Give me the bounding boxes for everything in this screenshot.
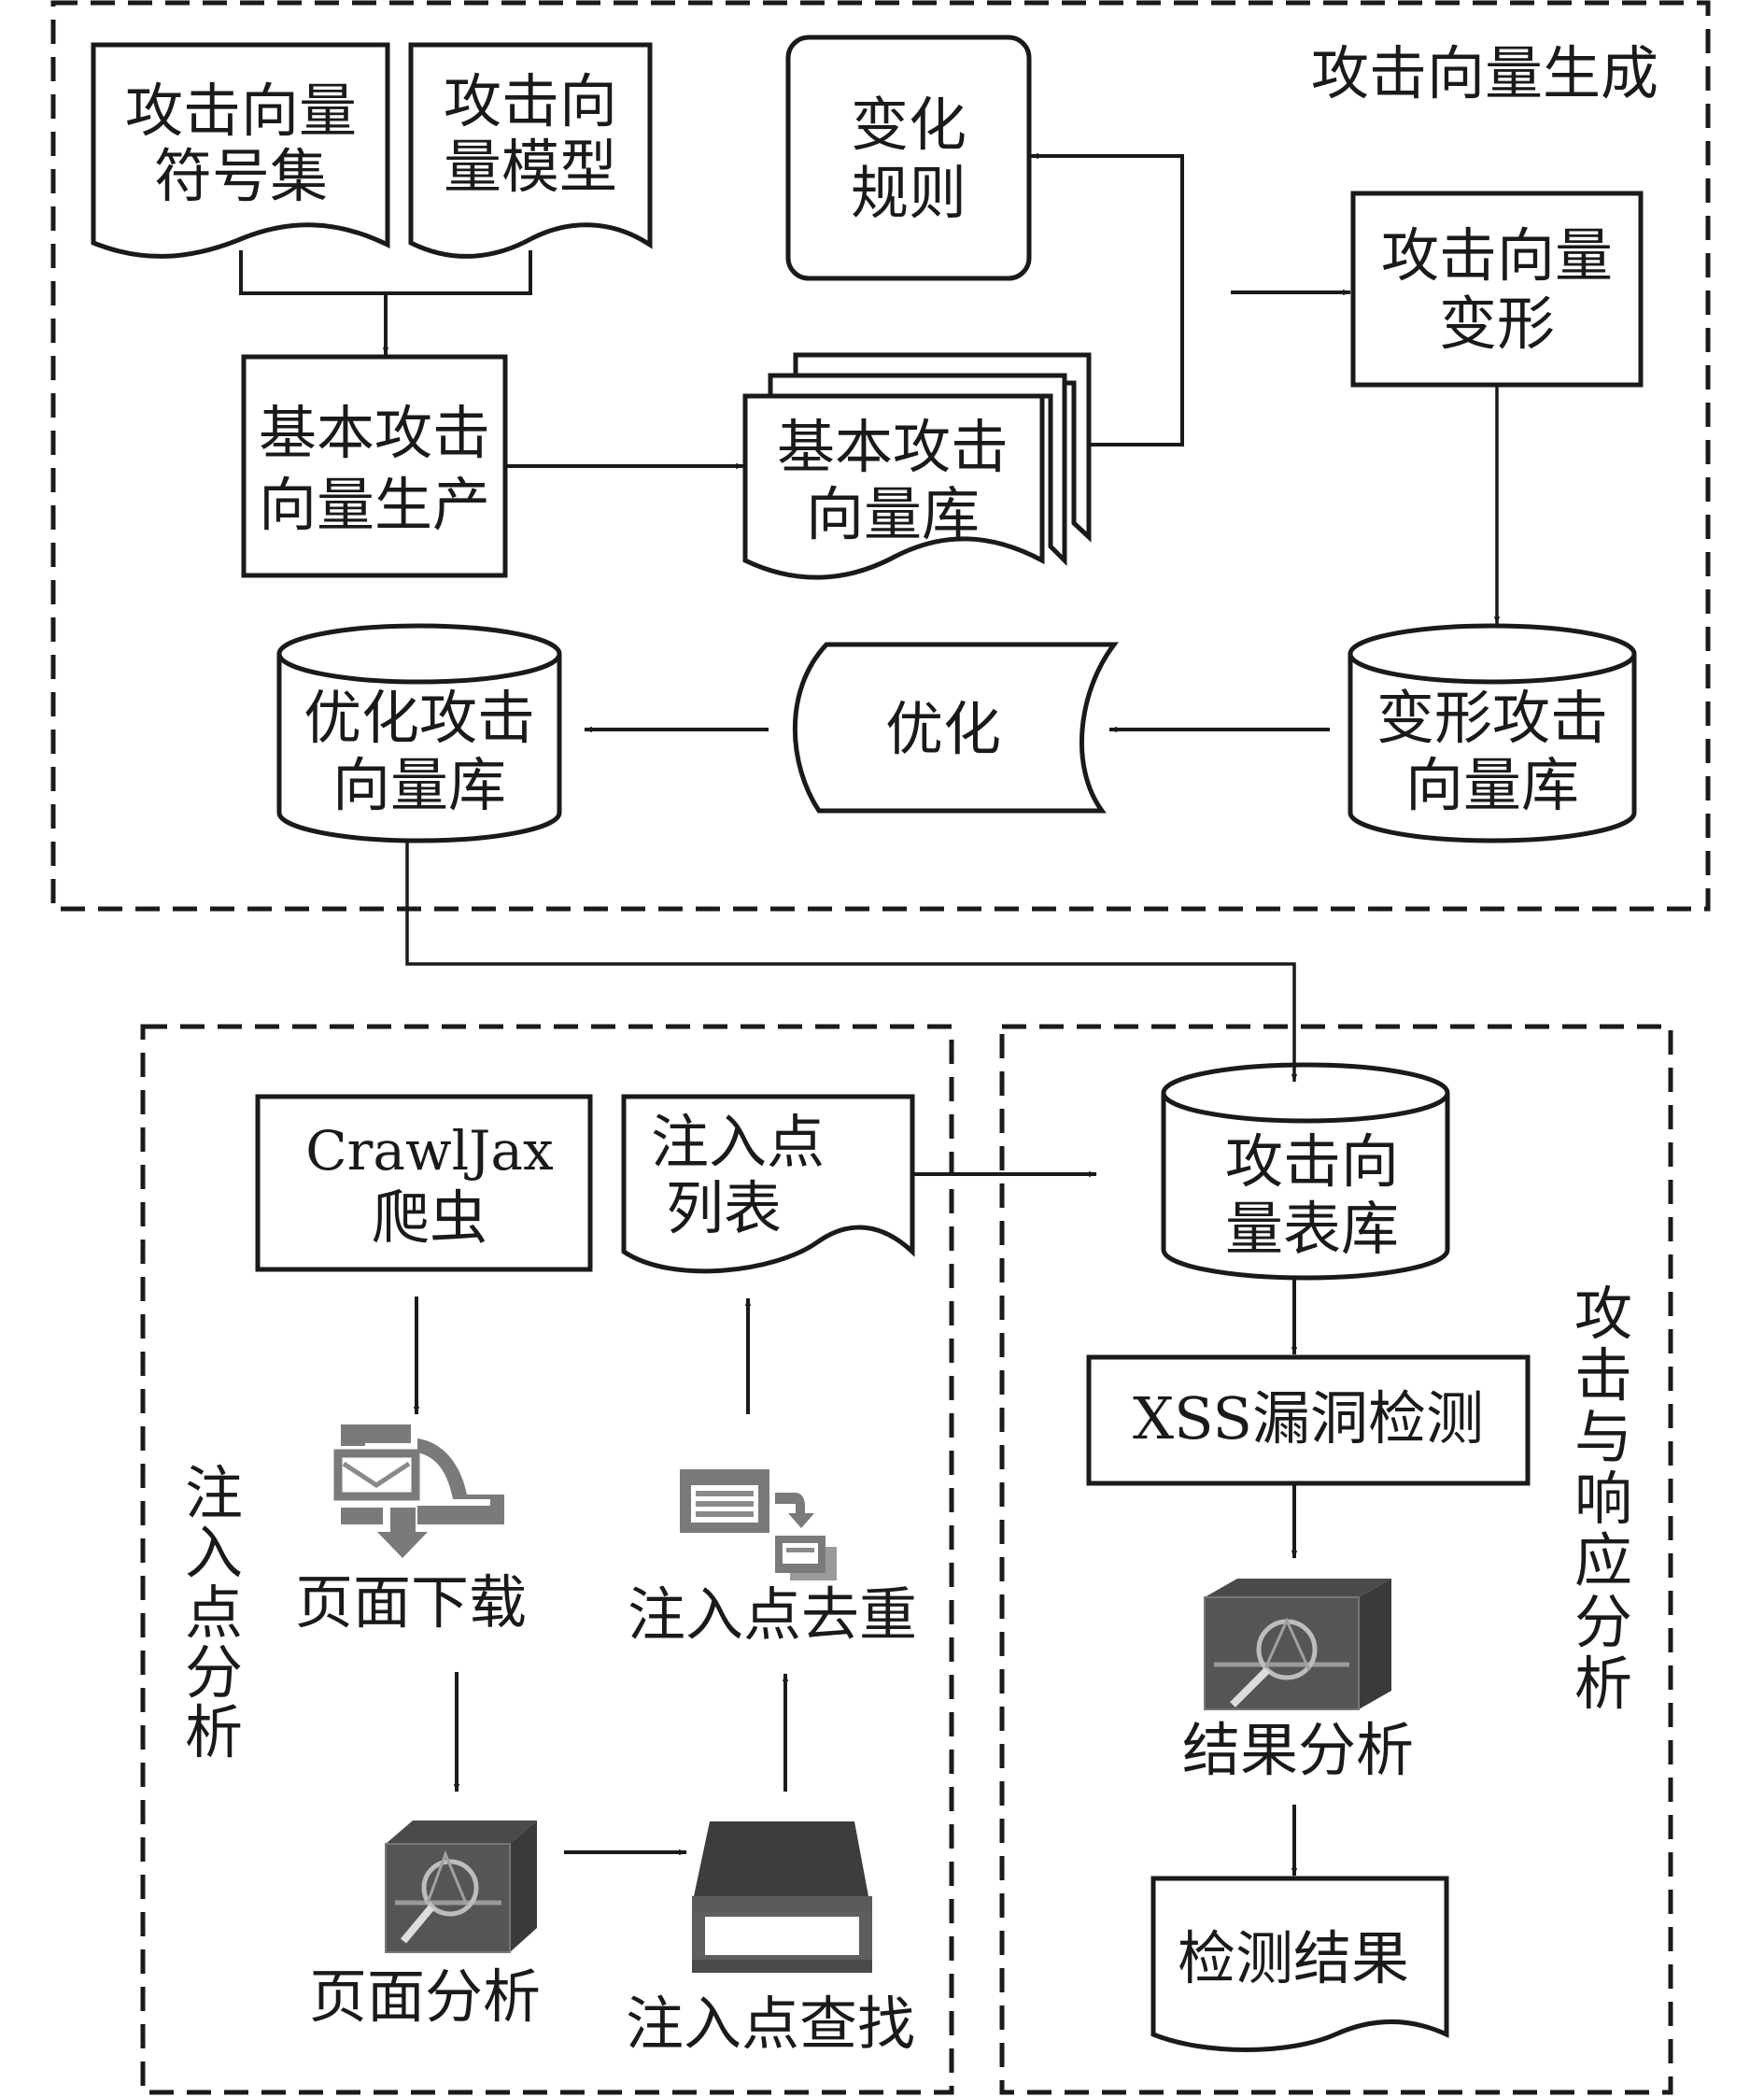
group-title-generation: 攻击向量生成	[1311, 39, 1658, 107]
node-page-analysis[interactable]: 页面分析	[309, 1821, 541, 2031]
node-basic-production[interactable]: 基本攻击 向量生产	[241, 354, 508, 578]
node-optimize[interactable]: 优化	[792, 642, 1120, 814]
svg-text:攻击与响应分析: 攻击与响应分析	[1574, 1280, 1632, 1718]
node-transformed-library[interactable]: 变形攻击 向量库	[1348, 623, 1637, 843]
vertical-title-char: 击	[1574, 1341, 1632, 1410]
vertical-title-char: 入	[185, 1519, 243, 1587]
group-attack-response-analysis	[999, 1024, 1673, 2095]
analyzer-box-icon	[385, 1821, 537, 1953]
svg-text:攻击向: 攻击向	[1225, 1127, 1399, 1196]
analyzer-box-icon	[1204, 1579, 1391, 1710]
arrow-to-change-rules	[1030, 152, 1184, 446]
svg-text:基本攻击: 基本攻击	[777, 413, 1009, 481]
svg-text:攻击向量: 攻击向量	[125, 77, 357, 145]
svg-text:CrawlJax: CrawlJax	[305, 1119, 553, 1183]
group-title-injection: 注入点分析	[185, 1459, 243, 1766]
svg-text:量模型: 量模型	[444, 133, 617, 201]
svg-text:攻击向: 攻击向	[444, 67, 617, 135]
svg-text:优化攻击: 优化攻击	[303, 684, 535, 752]
node-result-analysis[interactable]: 结果分析	[1182, 1579, 1414, 1784]
vertical-title-char: 应	[1574, 1526, 1632, 1594]
svg-text:优化: 优化	[885, 695, 1001, 763]
node-basic-library[interactable]: 基本攻击 向量库	[742, 352, 1092, 580]
vertical-title-char: 点	[185, 1579, 243, 1647]
svg-text:向量库: 向量库	[1405, 751, 1579, 819]
node-change-rules[interactable]: 变化 规则	[785, 35, 1032, 281]
node-vector-table-library[interactable]: 攻击向 量表库	[1161, 1062, 1450, 1281]
group-injection-analysis	[140, 1024, 954, 2095]
vertical-title-char: 响	[1574, 1465, 1632, 1533]
group-attack-vector-generation	[50, 0, 1711, 912]
svg-text:注入点查找: 注入点查找	[626, 1990, 915, 2058]
svg-text:页面分析: 页面分析	[309, 1962, 541, 2031]
svg-text:注入点去重: 注入点去重	[628, 1580, 917, 1649]
vertical-title-char: 析	[185, 1698, 243, 1766]
svg-text:列表: 列表	[666, 1174, 782, 1242]
copy-dedupe-icon	[680, 1469, 837, 1580]
svg-text:基本攻击: 基本攻击	[259, 399, 490, 467]
svg-text:注入点分析: 注入点分析	[185, 1459, 243, 1766]
svg-text:XSS漏洞检测: XSS漏洞检测	[1133, 1384, 1484, 1452]
svg-text:符号集: 符号集	[154, 142, 328, 210]
node-detection-result[interactable]: 检测结果	[1150, 1876, 1449, 2052]
svg-text:量表库: 量表库	[1225, 1195, 1399, 1263]
vertical-title-char: 析	[1574, 1650, 1632, 1718]
svg-text:向量生产: 向量生产	[259, 471, 490, 539]
svg-text:页面下载: 页面下载	[295, 1568, 527, 1637]
node-crawljax[interactable]: CrawlJax 爬虫	[255, 1094, 593, 1272]
svg-text:变化: 变化	[851, 91, 967, 159]
node-symbol-set[interactable]: 攻击向量 符号集	[91, 42, 390, 259]
node-injection-list[interactable]: 注入点 列表	[621, 1094, 915, 1274]
svg-text:变形攻击: 变形攻击	[1376, 684, 1608, 752]
node-optimized-library[interactable]: 优化攻击 向量库	[276, 623, 562, 843]
svg-text:爬虫: 爬虫	[372, 1183, 487, 1252]
svg-text:规则: 规则	[851, 159, 967, 227]
node-injection-find[interactable]: 注入点查找	[626, 1821, 915, 2058]
arrow-to-vector-table-library	[405, 841, 1298, 1083]
vertical-title-char: 与	[1574, 1403, 1632, 1471]
node-page-download[interactable]: 页面下载	[295, 1424, 527, 1637]
scanner-icon	[692, 1821, 872, 1973]
svg-text:向量库: 向量库	[806, 480, 980, 548]
vertical-title-char: 分	[185, 1638, 243, 1707]
vertical-title-char: 注	[185, 1459, 243, 1527]
cloud-download-icon	[333, 1424, 504, 1558]
svg-text:检测结果: 检测结果	[1178, 1924, 1409, 1992]
vertical-title-char: 攻	[1574, 1280, 1632, 1348]
group-title-attack: 攻击与响应分析	[1574, 1280, 1632, 1718]
svg-text:注入点: 注入点	[651, 1108, 825, 1176]
node-injection-dedupe[interactable]: 注入点去重	[628, 1469, 917, 1649]
node-xss-detection[interactable]: XSS漏洞检测	[1086, 1354, 1531, 1486]
svg-text:变形: 变形	[1439, 290, 1555, 358]
svg-text:结果分析: 结果分析	[1182, 1716, 1414, 1784]
svg-text:攻击向量: 攻击向量	[1381, 221, 1613, 290]
node-vector-transform[interactable]: 攻击向量 变形	[1350, 191, 1644, 388]
vertical-title-char: 分	[1574, 1588, 1632, 1656]
svg-text:向量库: 向量库	[332, 751, 506, 819]
node-vector-model[interactable]: 攻击向 量模型	[408, 42, 653, 259]
